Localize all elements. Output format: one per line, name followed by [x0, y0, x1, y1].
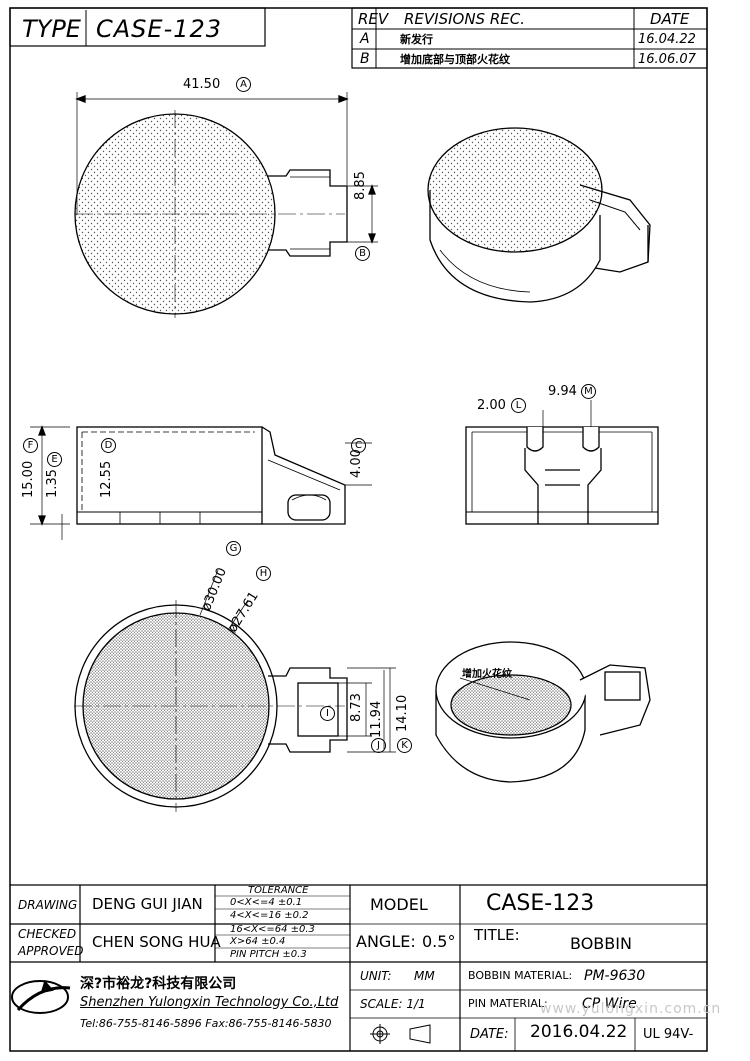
dim-body-width: 11.94: [369, 700, 384, 738]
dim-inner-height-tag: D: [101, 438, 116, 453]
drawing-label: DRAWING: [18, 898, 78, 912]
dim-pin-width: 2.00: [477, 398, 506, 413]
tolerance-row-2: 4<X<=16 ±0.2: [230, 910, 309, 921]
dim-height-total: 15.00: [21, 460, 36, 498]
type-label: TYPE: [22, 15, 81, 43]
rev-b-desc: 增加底部与顶部火花纹: [400, 53, 510, 66]
checked-name: CHEN SONG HUA: [92, 933, 221, 951]
title-value: BOBBIN: [570, 934, 632, 953]
date-label: DATE:: [470, 1027, 509, 1042]
rev-b-date: 16.06.07: [638, 52, 696, 67]
tolerance-row-3: 16<X<=64 ±0.3: [230, 924, 315, 935]
unit-value: MM: [414, 969, 435, 983]
dim-tab-side-tag: C: [351, 438, 366, 453]
isometric-top-view: [427, 127, 651, 303]
company-name-cn: 深?市裕龙?科技有限公司: [80, 976, 237, 992]
date-col-header: DATE: [650, 10, 690, 28]
rev-a-date: 16.04.22: [638, 32, 696, 47]
title-label: TITLE:: [474, 926, 520, 944]
unit-label: UNIT:: [360, 969, 392, 983]
front-view: [465, 400, 659, 525]
top-view: [74, 92, 378, 318]
checked-label: CHECKED: [18, 927, 77, 941]
dim-tab-side-height: 4.00: [349, 449, 364, 478]
dim-height-small: 1.35: [45, 469, 60, 498]
side-view: [30, 425, 372, 540]
type-box: [9, 7, 266, 47]
pin-material-value: CP Wire: [582, 996, 637, 1012]
angle-label: ANGLE:: [356, 932, 416, 951]
rev-a: A: [360, 31, 370, 47]
dim-outer-dia-tag: G: [226, 541, 241, 556]
dim-inner-height: 12.55: [99, 460, 114, 498]
company-name-en: Shenzhen Yulongxin Technology Co.,Ltd: [80, 995, 339, 1010]
scale-label: SCALE: 1/1: [360, 997, 426, 1011]
rev-b: B: [360, 51, 370, 67]
title-block-grid: [10, 884, 707, 1051]
tolerance-title: TOLERANCE: [248, 885, 309, 896]
projection-symbol: [370, 1024, 431, 1044]
pin-material-label: PIN MATERIAL:: [468, 997, 548, 1010]
dim-height-small-tag: E: [47, 452, 62, 467]
dim-body-tag: J: [371, 738, 386, 753]
tolerance-row-4: X>64 ±0.4: [230, 936, 286, 947]
dim-inner-dia-tag: H: [256, 566, 271, 581]
ul-value: UL 94V-: [643, 1027, 694, 1042]
dim-tab-tag: B: [355, 246, 370, 261]
bottom-view: [74, 569, 396, 812]
model-label: MODEL: [370, 895, 428, 914]
dim-slot-width: 8.73: [349, 693, 364, 722]
isometric-bottom-view: [435, 641, 651, 783]
tolerance-row-1: 0<X<=4 ±0.1: [230, 897, 303, 908]
tolerance-row-5: PIN PITCH ±0.3: [230, 949, 307, 960]
rev-col-header: REV: [358, 10, 389, 28]
drawing-name: DENG GUI JIAN: [92, 895, 203, 913]
bobbin-material-value: PM-9630: [584, 968, 646, 984]
type-value: CASE-123: [96, 15, 223, 43]
company-contact: Tel:86-755-8146-5896 Fax:86-755-8146-583…: [80, 1017, 332, 1030]
revisions-table: [351, 7, 708, 69]
approved-label: APPROVED: [18, 944, 84, 958]
sparkle-texture-note: 增加火花纹: [462, 669, 512, 680]
dim-width: 41.50: [183, 77, 221, 92]
rev-a-desc: 新发行: [400, 33, 433, 46]
dim-width-tag: A: [236, 77, 251, 92]
dim-total-tag: K: [397, 738, 412, 753]
dim-pin-span-tag: M: [581, 384, 596, 399]
model-value: CASE-123: [486, 891, 595, 916]
date-value: 2016.04.22: [530, 1022, 628, 1042]
dim-tab-height: 8.85: [353, 171, 368, 200]
watermark: www.yulongxin.com.cn: [540, 1001, 722, 1017]
dim-height-total-tag: F: [23, 438, 38, 453]
dim-slot-tag: I: [320, 706, 335, 721]
dim-total-width: 14.10: [395, 694, 410, 732]
company-logo: [11, 979, 71, 1014]
dim-pin-span: 9.94: [548, 384, 577, 399]
angle-value: 0.5°: [422, 932, 456, 951]
revisions-col-header: REVISIONS REC.: [404, 10, 525, 28]
dim-pin-width-tag: L: [511, 398, 526, 413]
bobbin-material-label: BOBBIN MATERIAL:: [468, 969, 573, 982]
